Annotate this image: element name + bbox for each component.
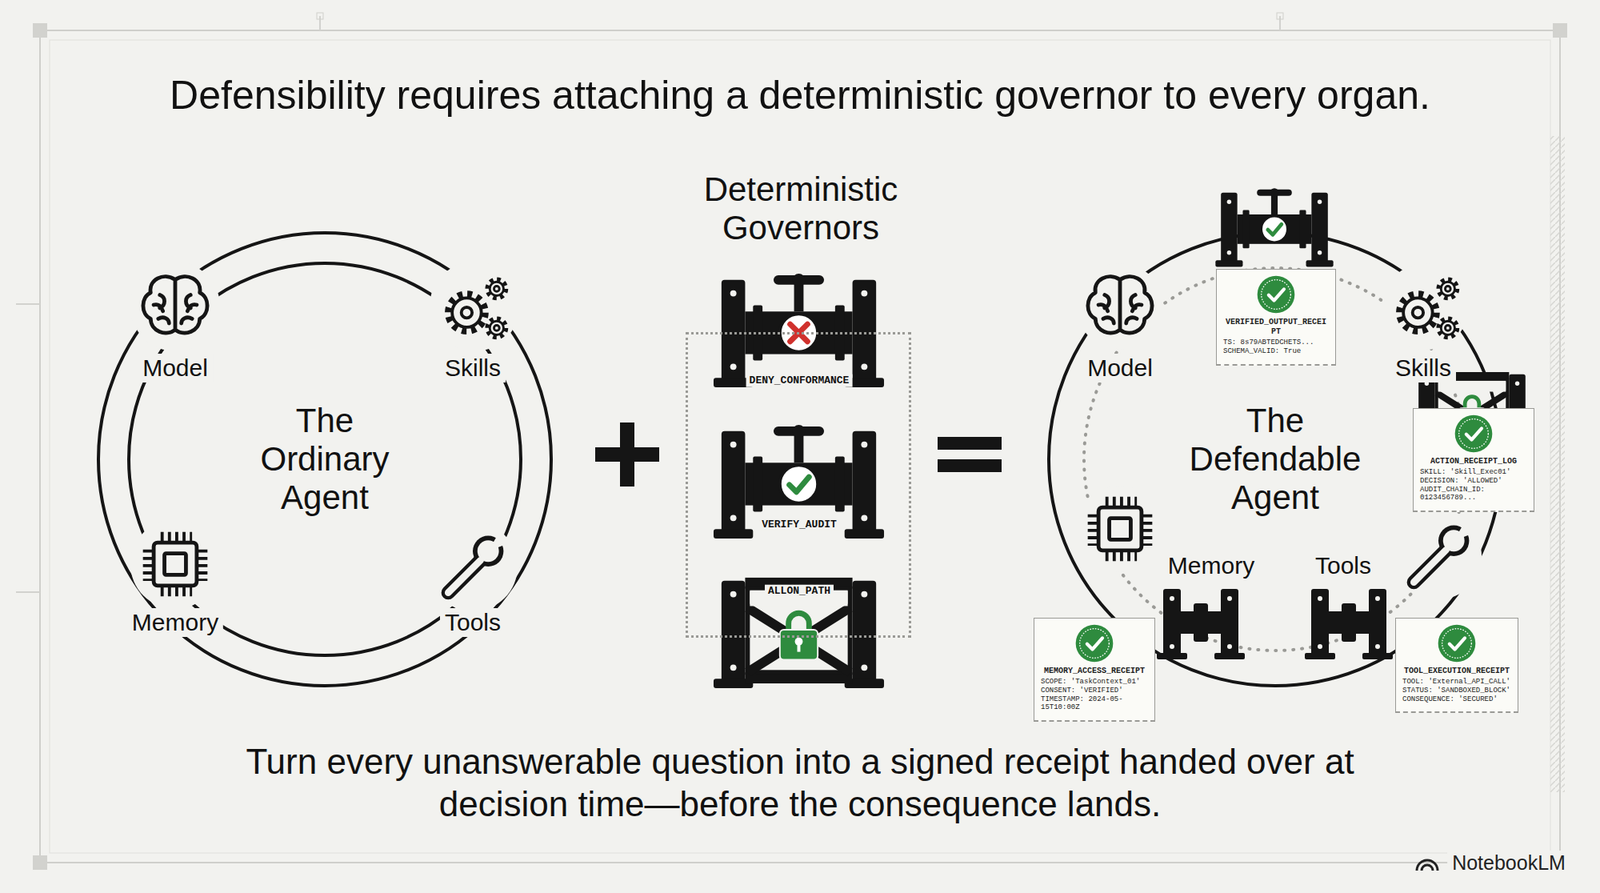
organ-label: Tools [440, 608, 506, 637]
watermark-icon [1416, 860, 1438, 871]
icon-masks [130, 261, 1482, 612]
receipt: TOOL_EXECUTION_RECEIPTTOOL: 'External_AP… [1395, 617, 1519, 713]
receipt-line: SKILL: 'Skill_Exec01' [1420, 468, 1528, 477]
receipt: VERIFIED_OUTPUT_RECEIPTTS: 8s79ABTEDCHET… [1216, 268, 1336, 366]
caption-wrap: Turn every unanswerable question into a … [232, 740, 1368, 826]
receipt-heading: MEMORY_ACCESS_RECEIPT [1040, 666, 1148, 676]
receipt-line: SCHEMA_VALID: True [1223, 347, 1329, 356]
frame [16, 12, 1568, 870]
label-wrap: Tools [1310, 551, 1376, 580]
label-wrap: VERIFY_AUDIT [758, 516, 840, 532]
organ-label: Model [137, 353, 213, 383]
dotted-ring [1084, 268, 1467, 651]
receipt-line: TOOL: 'External_API_CALL' [1402, 677, 1512, 687]
organ-label: Memory [1163, 551, 1260, 580]
outer-ring [98, 232, 552, 686]
label-wrap: DENY_CONFORMANCE [746, 372, 853, 388]
receipt-line: CONSENT: 'VERIFIED' [1040, 686, 1148, 696]
receipt-line: CONSEQUENCE: 'SECURED' [1402, 695, 1512, 704]
governor-label: VERIFY_AUDIT [758, 518, 840, 532]
receipt-heading: ACTION_RECEIPT_LOG [1420, 456, 1528, 467]
receipt: MEMORY_ACCESS_RECEIPTSCOPE: 'TaskContext… [1033, 617, 1156, 722]
receipt: ACTION_RECEIPT_LOGSKILL: 'Skill_Exec01'D… [1412, 408, 1535, 512]
receipt-heading: VERIFIED_OUTPUT_RECEIPT [1223, 317, 1329, 337]
label-wrap: Skills [440, 353, 506, 383]
group-heading: Deterministic Governors [672, 170, 929, 248]
label-wrap: Memory [1163, 551, 1260, 580]
organ-label: Skills [1390, 353, 1456, 383]
watermark: NotebookLM [1447, 850, 1571, 875]
governor-icons [713, 188, 1532, 688]
organ-label: Skills [440, 353, 506, 383]
label-wrap: Model [137, 353, 213, 383]
organ-label: Model [1082, 353, 1158, 383]
label-wrap: Memory [127, 608, 224, 637]
label-wrap: Tools [440, 608, 506, 637]
title: Defensibility requires attaching a deter… [169, 72, 1431, 119]
receipt-line: STATUS: 'SANDBOXED_BLOCK' [1402, 686, 1512, 696]
caption: Turn every unanswerable question into a … [232, 740, 1368, 826]
label-wrap: Model [1082, 353, 1158, 383]
seal [1074, 623, 1115, 664]
inner-ring [128, 263, 521, 656]
receipt-heading: TOOL_EXECUTION_RECEIPT [1402, 666, 1512, 676]
label-wrap: ALLON_PATH [764, 582, 834, 598]
ring-title: The Ordinary Agent [236, 401, 413, 518]
seal [1256, 274, 1296, 315]
ring-title: The Defendable Agent [1175, 401, 1376, 518]
receipt-line: TS: 8s79ABTEDCHETS... [1223, 338, 1329, 348]
receipt-line: TIMESTAMP: 2024-05-15T10:00Z [1040, 695, 1148, 713]
heading-wrap: Deterministic Governors [600, 170, 1002, 248]
title-wrap: Defensibility requires attaching a deter… [0, 72, 1600, 119]
governor-label: ALLON_PATH [764, 584, 834, 598]
receipt-line: SCOPE: 'TaskContext_01' [1040, 677, 1148, 687]
seal [1453, 413, 1494, 454]
label-wrap: NotebookLM [1447, 850, 1571, 875]
governor-label: DENY_CONFORMANCE [746, 374, 853, 388]
receipt-line: DECISION: 'ALLOWED' [1420, 476, 1528, 486]
organ-label: Memory [127, 608, 224, 637]
receipt-line: AUDIT_CHAIN_ID: 0123456789... [1420, 485, 1528, 504]
organ-label: Tools [1310, 551, 1376, 580]
label-wrap: Skills [1390, 353, 1456, 383]
seal [1436, 623, 1477, 664]
